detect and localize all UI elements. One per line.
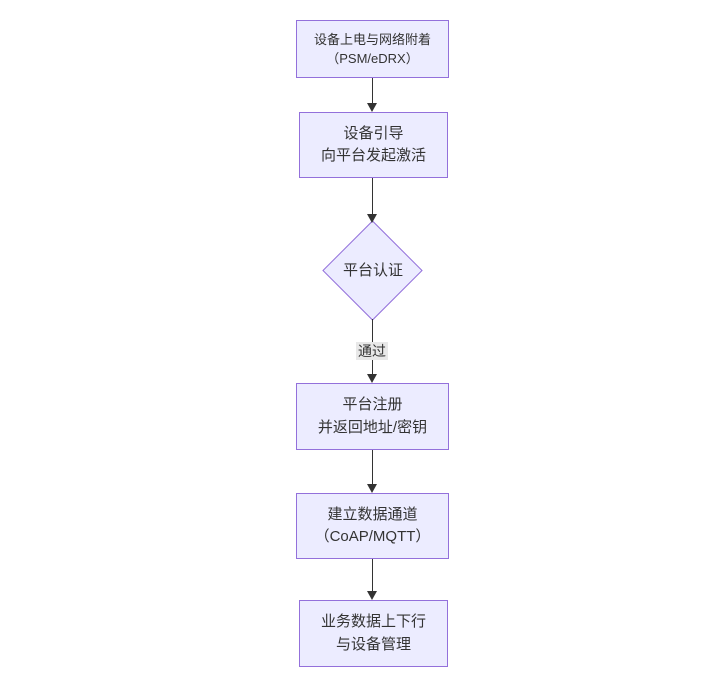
decision-platform-auth-label: 平台认证: [342, 262, 403, 279]
edge-label-pass: 通过: [356, 342, 388, 360]
arrowhead-icon: [367, 214, 377, 223]
arrow-register-to-channel: [372, 450, 373, 487]
arrow-channel-to-business: [372, 559, 373, 594]
arrow-power-to-bootstrap: [372, 78, 373, 106]
node-data-channel: 建立数据通道 （CoAP/MQTT）: [296, 493, 449, 559]
node-business-data: 业务数据上下行 与设备管理: [299, 600, 448, 667]
node-register: 平台注册 并返回地址/密钥: [296, 383, 449, 450]
arrow-bootstrap-to-auth: [372, 178, 373, 218]
arrowhead-icon: [367, 374, 377, 383]
arrowhead-icon: [367, 484, 377, 493]
arrowhead-icon: [367, 103, 377, 112]
arrowhead-icon: [367, 591, 377, 600]
node-bootstrap: 设备引导 向平台发起激活: [299, 112, 448, 178]
node-power-attach: 设备上电与网络附着 （PSM/eDRX）: [296, 20, 449, 78]
